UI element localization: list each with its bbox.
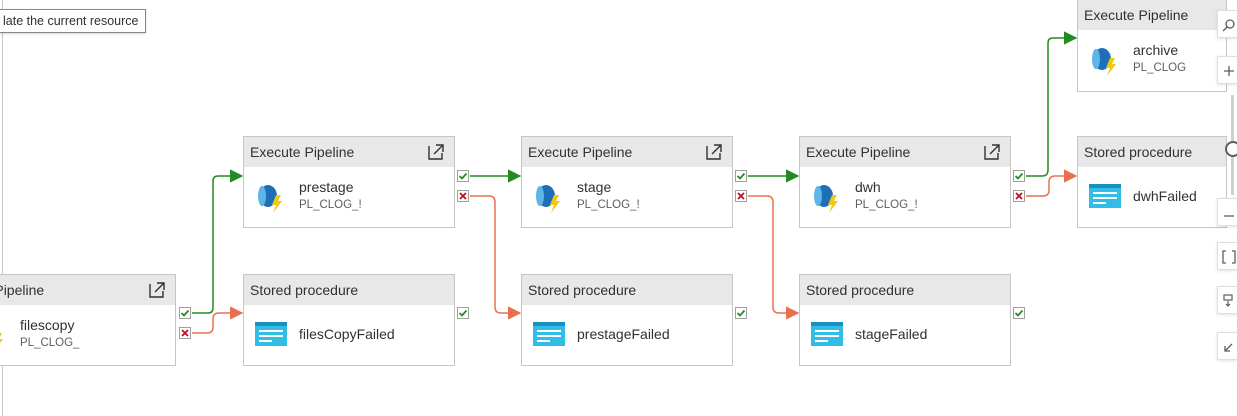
- execute-pipeline-icon: [1092, 48, 1116, 76]
- success-port[interactable]: [457, 170, 469, 182]
- activity-filesCopyFailed[interactable]: Stored procedure filesCopyFailed: [243, 274, 455, 366]
- zoom-slider-handle[interactable]: [1225, 141, 1237, 157]
- activity-name: archive: [1133, 42, 1179, 58]
- check-icon: [458, 172, 468, 180]
- wire-dwh-to-archive: [1026, 31, 1078, 177]
- activity-dwh[interactable]: Execute Pipeline dwh PL_CLOG_!: [799, 136, 1011, 228]
- open-pipeline-icon[interactable]: [426, 142, 446, 162]
- wire-stage-to-stageFailed: [748, 195, 800, 320]
- pipeline-reference: PL_CLOG_!: [855, 199, 918, 211]
- search-button[interactable]: [1217, 10, 1237, 38]
- activity-name: filesCopyFailed: [299, 326, 395, 342]
- x-icon: [459, 192, 467, 200]
- activity-type-label: Execute Pipeline: [806, 144, 911, 160]
- zoom-icon: [1224, 66, 1234, 76]
- x-icon: [181, 329, 189, 337]
- open-pipeline-icon[interactable]: [147, 280, 167, 300]
- open-pipeline-icon[interactable]: [982, 142, 1002, 162]
- failure-port[interactable]: [457, 190, 469, 202]
- wire-prestage-to-prestageFailed: [470, 195, 522, 320]
- execute-pipeline-icon: [536, 185, 560, 213]
- check-icon: [1014, 172, 1024, 180]
- activity-name: prestageFailed: [577, 326, 670, 342]
- activity-type-label: Stored procedure: [1084, 144, 1193, 160]
- activity-name: dwh: [855, 179, 881, 195]
- pipeline-reference: PL_CLOG: [1133, 62, 1187, 74]
- stored-procedure-icon: [255, 322, 287, 346]
- activity-name: prestage: [299, 179, 354, 195]
- wire-filescopy-to-prestage: [192, 169, 244, 314]
- activity-prestageFailed[interactable]: Stored procedure prestageFailed: [521, 274, 733, 366]
- canvas-left-border: [2, 0, 3, 416]
- collapse-button[interactable]: [1217, 332, 1237, 360]
- activity-name: stage: [577, 179, 612, 195]
- activity-dwhFailed[interactable]: Stored procedure dwhFailed: [1077, 136, 1227, 228]
- activity-archive[interactable]: Execute Pipeline archive PL_CLOG: [1077, 0, 1227, 92]
- check-icon: [180, 309, 190, 317]
- zoom-out-button[interactable]: [1217, 198, 1237, 226]
- stored-procedure-icon: [811, 322, 843, 346]
- open-pipeline-icon[interactable]: [704, 142, 724, 162]
- success-port[interactable]: [735, 307, 747, 319]
- search-icon: [1222, 19, 1235, 32]
- execute-pipeline-icon: [814, 185, 838, 213]
- success-port[interactable]: [735, 170, 747, 182]
- activity-stage[interactable]: Execute Pipeline stage PL_CLOG_!: [521, 136, 733, 228]
- success-port[interactable]: [1013, 307, 1025, 319]
- x-icon: [737, 192, 745, 200]
- minus-icon: [1224, 215, 1234, 217]
- activity-name: filescopy: [20, 317, 75, 333]
- pipeline-reference: PL_CLOG_!: [299, 199, 362, 211]
- fit-icon: [1222, 250, 1236, 264]
- auto-align-icon: [1223, 294, 1233, 307]
- success-port[interactable]: [1013, 170, 1025, 182]
- auto-align-button[interactable]: [1217, 286, 1237, 314]
- check-icon: [736, 309, 746, 317]
- failure-port[interactable]: [1013, 190, 1025, 202]
- activity-type-label: Execute Pipeline: [250, 144, 355, 160]
- failure-port[interactable]: [179, 327, 191, 339]
- check-icon: [1014, 309, 1024, 317]
- activity-type-label: Stored procedure: [250, 282, 359, 298]
- pipeline-reference: PL_CLOG_: [20, 337, 80, 349]
- stored-procedure-icon: [1089, 184, 1121, 208]
- activity-name: dwhFailed: [1133, 188, 1197, 204]
- zoom-in-button[interactable]: [1217, 56, 1237, 84]
- canvas-toolbar: [1217, 0, 1237, 390]
- wire-filescopy-to-filesCopyFailed: [192, 306, 244, 334]
- success-port[interactable]: [179, 307, 191, 319]
- success-port[interactable]: [457, 307, 469, 319]
- resource-tooltip: late the current resource: [0, 9, 146, 33]
- zoom-to-fit-button[interactable]: [1217, 242, 1237, 270]
- activity-prestage[interactable]: Execute Pipeline prestage PL_CLOG_!: [243, 136, 455, 228]
- pipeline-reference: PL_CLOG_!: [577, 199, 640, 211]
- activity-type-label: Execute Pipeline: [528, 144, 633, 160]
- activity-type-label: ute Pipeline: [0, 282, 45, 298]
- activity-stageFailed[interactable]: Stored procedure stageFailed: [799, 274, 1011, 366]
- wire-dwh-to-dwhFailed: [1026, 169, 1078, 197]
- collapse-icon: [1224, 343, 1233, 352]
- failure-port[interactable]: [735, 190, 747, 202]
- execute-pipeline-icon: [258, 185, 282, 213]
- x-icon: [1015, 192, 1023, 200]
- activity-type-label: Stored procedure: [806, 282, 915, 298]
- activity-name: stageFailed: [855, 326, 928, 342]
- activity-filescopy[interactable]: ute Pipeline filescopy PL_CLOG_: [0, 274, 176, 366]
- activity-type-label: Execute Pipeline: [1084, 7, 1189, 23]
- activity-type-label: Stored procedure: [528, 282, 637, 298]
- stored-procedure-icon: [533, 322, 565, 346]
- check-icon: [736, 172, 746, 180]
- execute-pipeline-icon: [0, 333, 3, 343]
- check-icon: [458, 309, 468, 317]
